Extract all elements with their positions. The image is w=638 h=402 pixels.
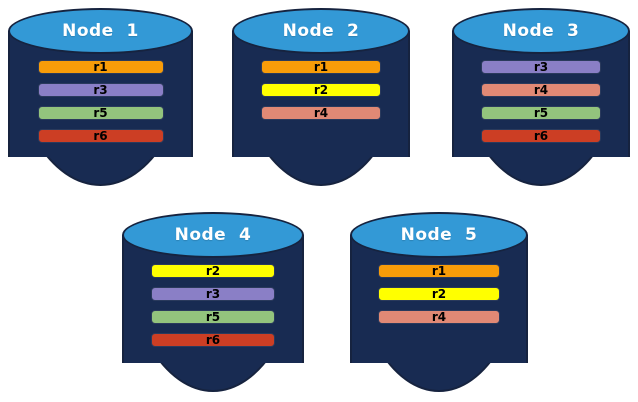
record-bar-r1[interactable]: r1 [378, 264, 500, 278]
database-node-1[interactable]: Node 1 r1 r3 r5 r6 [8, 8, 193, 186]
record-bar-r5[interactable]: r5 [151, 310, 275, 324]
record-bar-r4[interactable]: r4 [481, 83, 601, 97]
node-label: Node 3 [502, 21, 580, 41]
database-node-4[interactable]: Node 4 r2 r3 r5 r6 [122, 212, 304, 392]
cylinder-top-ellipse: Node 3 [452, 8, 630, 54]
node-label: Node 4 [174, 225, 252, 245]
record-list: r1 r2 r4 [350, 264, 528, 324]
record-bar-r6[interactable]: r6 [481, 129, 601, 143]
node-label: Node 1 [62, 21, 139, 41]
record-bar-r3[interactable]: r3 [151, 287, 275, 301]
record-bar-r1[interactable]: r1 [37, 60, 164, 74]
database-node-3[interactable]: Node 3 r3 r4 r5 r6 [452, 8, 630, 186]
record-list: r1 r2 r4 [232, 60, 410, 120]
record-list: r1 r3 r5 r6 [8, 60, 193, 143]
record-bar-r2[interactable]: r2 [261, 83, 381, 97]
node-label: Node 2 [282, 21, 360, 41]
record-bar-r6[interactable]: r6 [37, 129, 164, 143]
record-bar-r4[interactable]: r4 [378, 310, 500, 324]
database-node-5[interactable]: Node 5 r1 r2 r4 [350, 212, 528, 392]
record-bar-r6[interactable]: r6 [151, 333, 275, 347]
record-bar-r4[interactable]: r4 [261, 106, 381, 120]
cylinder-top-ellipse: Node 5 [350, 212, 528, 258]
record-bar-r5[interactable]: r5 [37, 106, 164, 120]
record-bar-r2[interactable]: r2 [151, 264, 275, 278]
record-bar-r1[interactable]: r1 [261, 60, 381, 74]
record-list: r2 r3 r5 r6 [122, 264, 304, 347]
node-label: Node 5 [400, 225, 478, 245]
cylinder-top-ellipse: Node 1 [8, 8, 193, 54]
record-bar-r3[interactable]: r3 [37, 83, 164, 97]
database-node-2[interactable]: Node 2 r1 r2 r4 [232, 8, 410, 186]
record-list: r3 r4 r5 r6 [452, 60, 630, 143]
record-bar-r3[interactable]: r3 [481, 60, 601, 74]
record-bar-r2[interactable]: r2 [378, 287, 500, 301]
record-bar-r5[interactable]: r5 [481, 106, 601, 120]
cylinder-top-ellipse: Node 2 [232, 8, 410, 54]
cylinder-top-ellipse: Node 4 [122, 212, 304, 258]
